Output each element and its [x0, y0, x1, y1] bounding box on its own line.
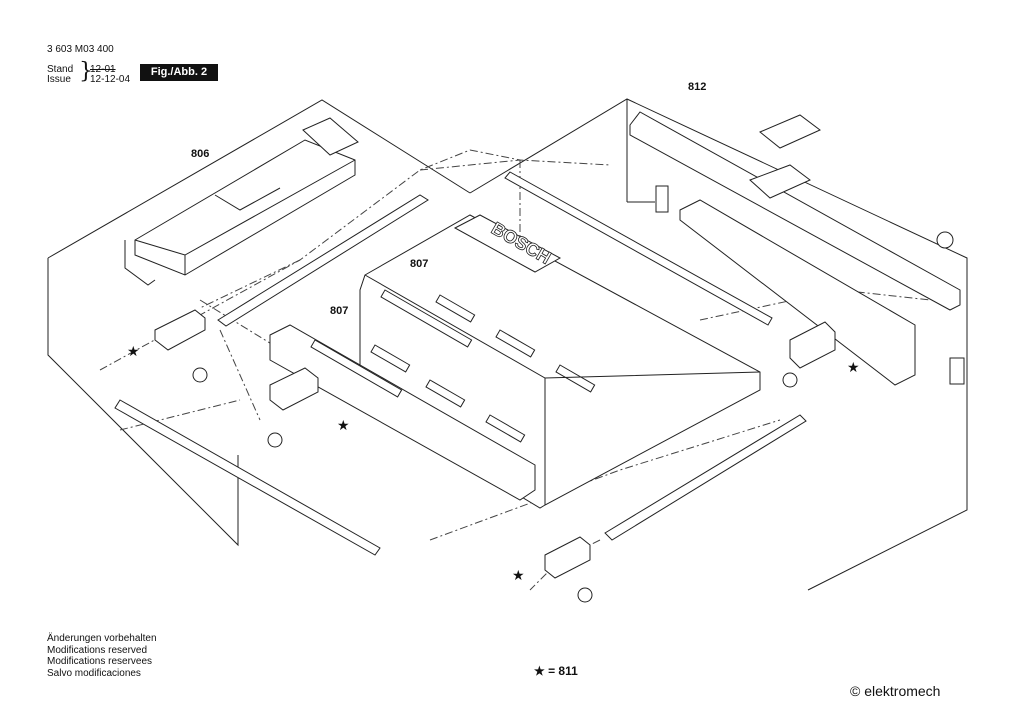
star-marker: ★: [337, 418, 350, 434]
rail-812: [629, 111, 961, 386]
footer-line-en: Modifications reserved: [47, 644, 148, 656]
footer-line-es: Salvo modificaciones: [47, 667, 141, 679]
knob-812: [936, 231, 954, 249]
rail-806: [124, 117, 359, 286]
callout-807-lower: 807: [330, 305, 349, 317]
stand-date: 12-01: [90, 64, 116, 75]
rod-right-lower: [604, 414, 807, 541]
stand-label: Stand: [47, 64, 74, 75]
callout-806: 806: [191, 148, 210, 160]
end-cap-left: [655, 185, 669, 213]
right-group-boundary: [469, 98, 968, 591]
footer-line-de: Änderungen vorbehalten: [47, 633, 157, 644]
star-marker: ★: [847, 360, 860, 376]
date-brace: }: [79, 59, 93, 84]
end-cap-right: [949, 357, 965, 385]
issue-label: Issue: [47, 74, 71, 85]
left-group-boundary: [47, 258, 239, 547]
rod-left-lower: [114, 399, 381, 556]
star-marker: ★: [127, 344, 140, 360]
watermark: © elektromech: [850, 683, 941, 699]
footer-line-fr: Modifications reservees: [47, 656, 153, 667]
clamp-right-lower: [544, 536, 593, 603]
figure-badge: Fig./Abb. 2: [140, 64, 218, 81]
callout-812: 812: [688, 81, 707, 93]
clamp-left-lower: [267, 367, 319, 448]
footer-notes: Änderungen vorbehalten Modifications res…: [47, 633, 157, 679]
rod-right-upper: [504, 171, 773, 326]
callout-807-upper: 807: [410, 258, 429, 270]
star-marker: ★: [512, 568, 525, 584]
table-panel: [269, 214, 761, 509]
clamp-right-upper: [782, 321, 836, 388]
left-group-boundary-top: [47, 99, 471, 259]
document-number: 3 603 M03 400: [47, 44, 114, 55]
slot-group-807-upper: [380, 289, 596, 393]
star-legend: ★ = 811: [534, 664, 578, 678]
issue-date: 12-12-04: [90, 74, 131, 85]
rod-left-upper: [217, 194, 429, 327]
slot-group-807-lower: [310, 339, 526, 443]
clamp-left-upper: [154, 309, 208, 383]
